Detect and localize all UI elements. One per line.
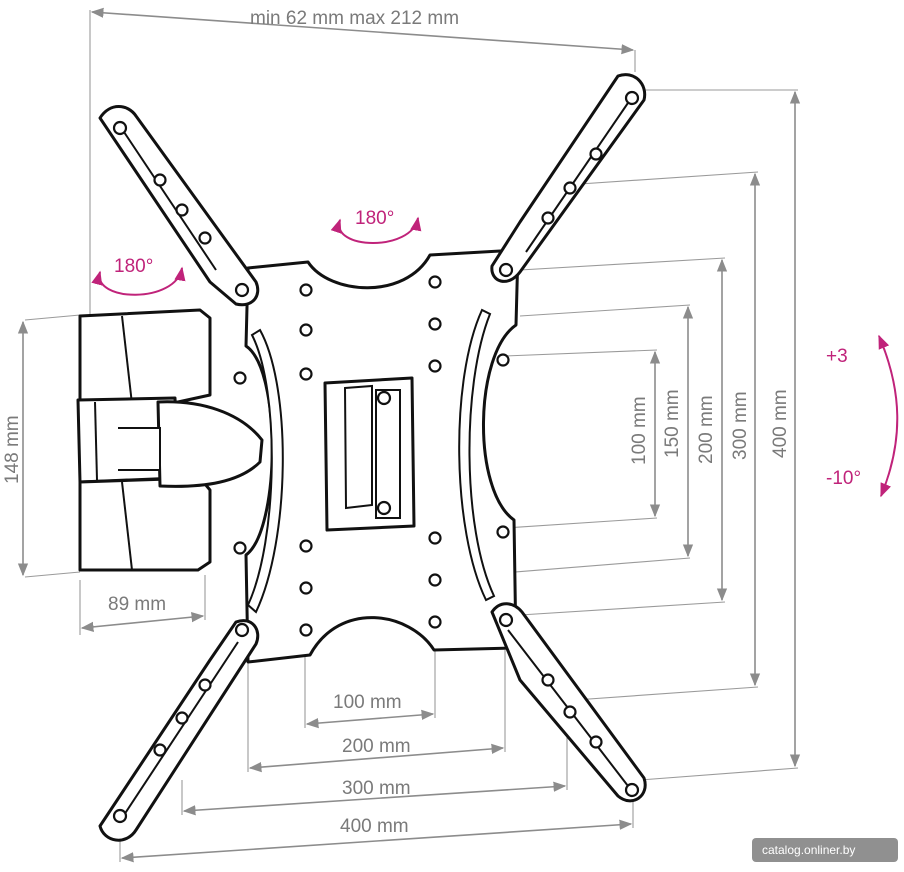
h400-label: 400 mm <box>340 816 409 837</box>
dimension-lines <box>17 7 801 863</box>
extension-lines <box>24 10 799 862</box>
v150-label: 150 mm <box>662 389 683 458</box>
h200-label: 200 mm <box>342 736 411 757</box>
v200-label: 200 mm <box>696 395 717 464</box>
wall-bracket <box>76 308 264 572</box>
watermark: catalog.onliner.by <box>752 838 898 862</box>
swivel-plate-label: 180° <box>355 208 394 229</box>
arm-extension-dimline <box>90 7 635 55</box>
tv-plate <box>233 248 520 664</box>
vesa-arm-bottom-right <box>490 602 647 803</box>
h300-label: 300 mm <box>342 778 411 799</box>
h100-label: 100 mm <box>333 692 402 713</box>
tilt-up-label: +3 <box>826 346 848 367</box>
width-89-dimline <box>80 612 205 632</box>
vesa-arm-bottom-left <box>98 619 260 842</box>
h400-dimline <box>120 819 633 863</box>
width-89-label: 89 mm <box>108 594 166 615</box>
v100-label: 100 mm <box>629 396 650 465</box>
vesa-arm-top-right <box>490 73 647 283</box>
h200-dimline <box>248 743 505 773</box>
swivel-arm-label: 180° <box>114 256 153 277</box>
rotation-labels: 180° 180° +3 -10° <box>114 208 861 489</box>
swivel-arm-arc <box>91 266 186 296</box>
watermark-text: catalog.onliner.by <box>762 843 855 857</box>
h300-dimline <box>182 781 567 816</box>
arm-extension-label: min 62 mm max 212 mm <box>250 8 459 29</box>
height-148-label: 148 mm <box>2 415 23 484</box>
tilt-down-label: -10° <box>826 468 861 489</box>
swivel-plate-arc <box>330 216 422 244</box>
h100-dimline <box>305 709 435 729</box>
vesa-arm-top-left <box>98 105 260 307</box>
v400-label: 400 mm <box>770 389 791 458</box>
tilt-arc <box>878 334 899 498</box>
dimension-labels: min 62 mm max 212 mm 100 mm 150 mm 200 m… <box>2 8 791 837</box>
rotation-indicators <box>91 216 899 498</box>
v300-label: 300 mm <box>730 391 751 460</box>
